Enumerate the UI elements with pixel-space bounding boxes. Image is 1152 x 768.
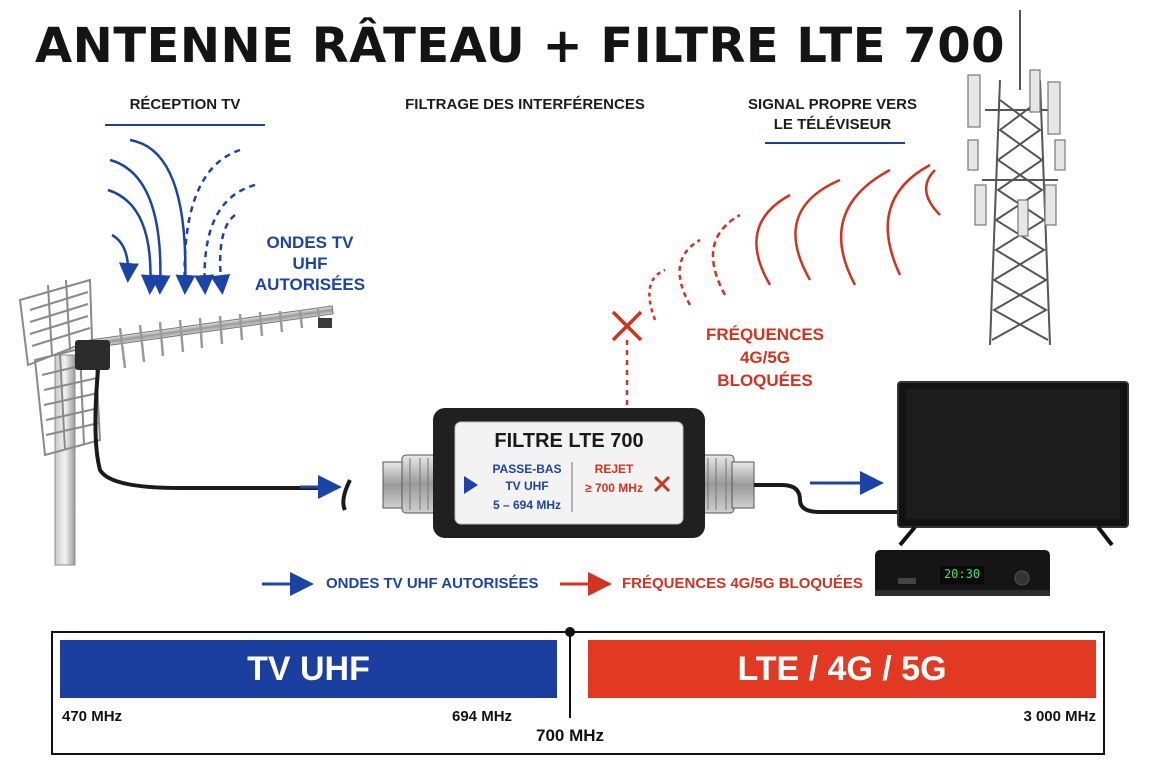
- freq-end: 3 000 MHz: [1023, 708, 1096, 725]
- freq-cut: 700 MHz: [535, 726, 605, 745]
- filter-title: FILTRE LTE 700: [494, 430, 644, 452]
- decoder-display: 20:30: [943, 567, 981, 581]
- spectrum-chart: [51, 627, 1105, 755]
- header-reception-rule: [105, 124, 265, 126]
- label-ondes-line1: ONDES TV: [266, 233, 354, 252]
- cable-out: [754, 483, 898, 514]
- page-title: ANTENNE RÂTEAU + FILTRE LTE 700: [35, 18, 1005, 74]
- filter-reject-line2: ≥ 700 MHz: [585, 481, 643, 495]
- label-freq-line3: BLOQUÉES: [717, 371, 813, 390]
- label-freq-line2: 4G/5G: [739, 348, 791, 367]
- band-tv-uhf: TV UHF: [247, 650, 370, 688]
- filter-reject-line1: REJET: [594, 462, 634, 476]
- antenna-pole: [54, 354, 76, 566]
- cross-icon: [653, 475, 671, 493]
- header-filtrage: FILTRAGE DES INTERFÉRENCES: [405, 96, 645, 113]
- filter-box: [433, 408, 705, 538]
- connector-right: [699, 454, 755, 514]
- antenna-boom: [75, 305, 334, 370]
- freq-tv-end: 694 MHz: [452, 708, 513, 725]
- blocked-x-icon: [611, 310, 643, 342]
- band-lte: LTE / 4G / 5G: [737, 650, 947, 688]
- filter-pass-line3: 5 – 694 MHz: [492, 498, 562, 512]
- connector-left: [382, 454, 437, 514]
- cable-in: [93, 369, 330, 490]
- header-reception: RÉCEPTION TV: [129, 96, 241, 113]
- play-icon: [464, 476, 478, 494]
- tower-antennas: [967, 69, 1066, 237]
- header-signal-line2: LE TÉLÉVISEUR: [773, 116, 892, 133]
- label-ondes-line3: AUTORISÉES: [254, 275, 366, 294]
- decoder-box: [875, 550, 1050, 596]
- freq-start: 470 MHz: [62, 708, 123, 725]
- header-signal-rule: [765, 142, 905, 144]
- legend-blocked: FRÉQUENCES 4G/5G BLOQUÉES: [622, 575, 863, 592]
- filter-pass-line2: TV UHF: [505, 479, 549, 493]
- header-signal-line1: SIGNAL PROPRE VERS: [748, 96, 917, 113]
- legend-allowed: ONDES TV UHF AUTORISÉES: [326, 575, 539, 592]
- lte-waves: [648, 163, 941, 321]
- filter-pass-line1: PASSE-BAS: [492, 462, 562, 476]
- television: [897, 381, 1129, 547]
- label-ondes-line2: UHF: [292, 254, 328, 273]
- label-freq-line1: FRÉQUENCES: [705, 325, 825, 344]
- tv-waves: [107, 138, 256, 295]
